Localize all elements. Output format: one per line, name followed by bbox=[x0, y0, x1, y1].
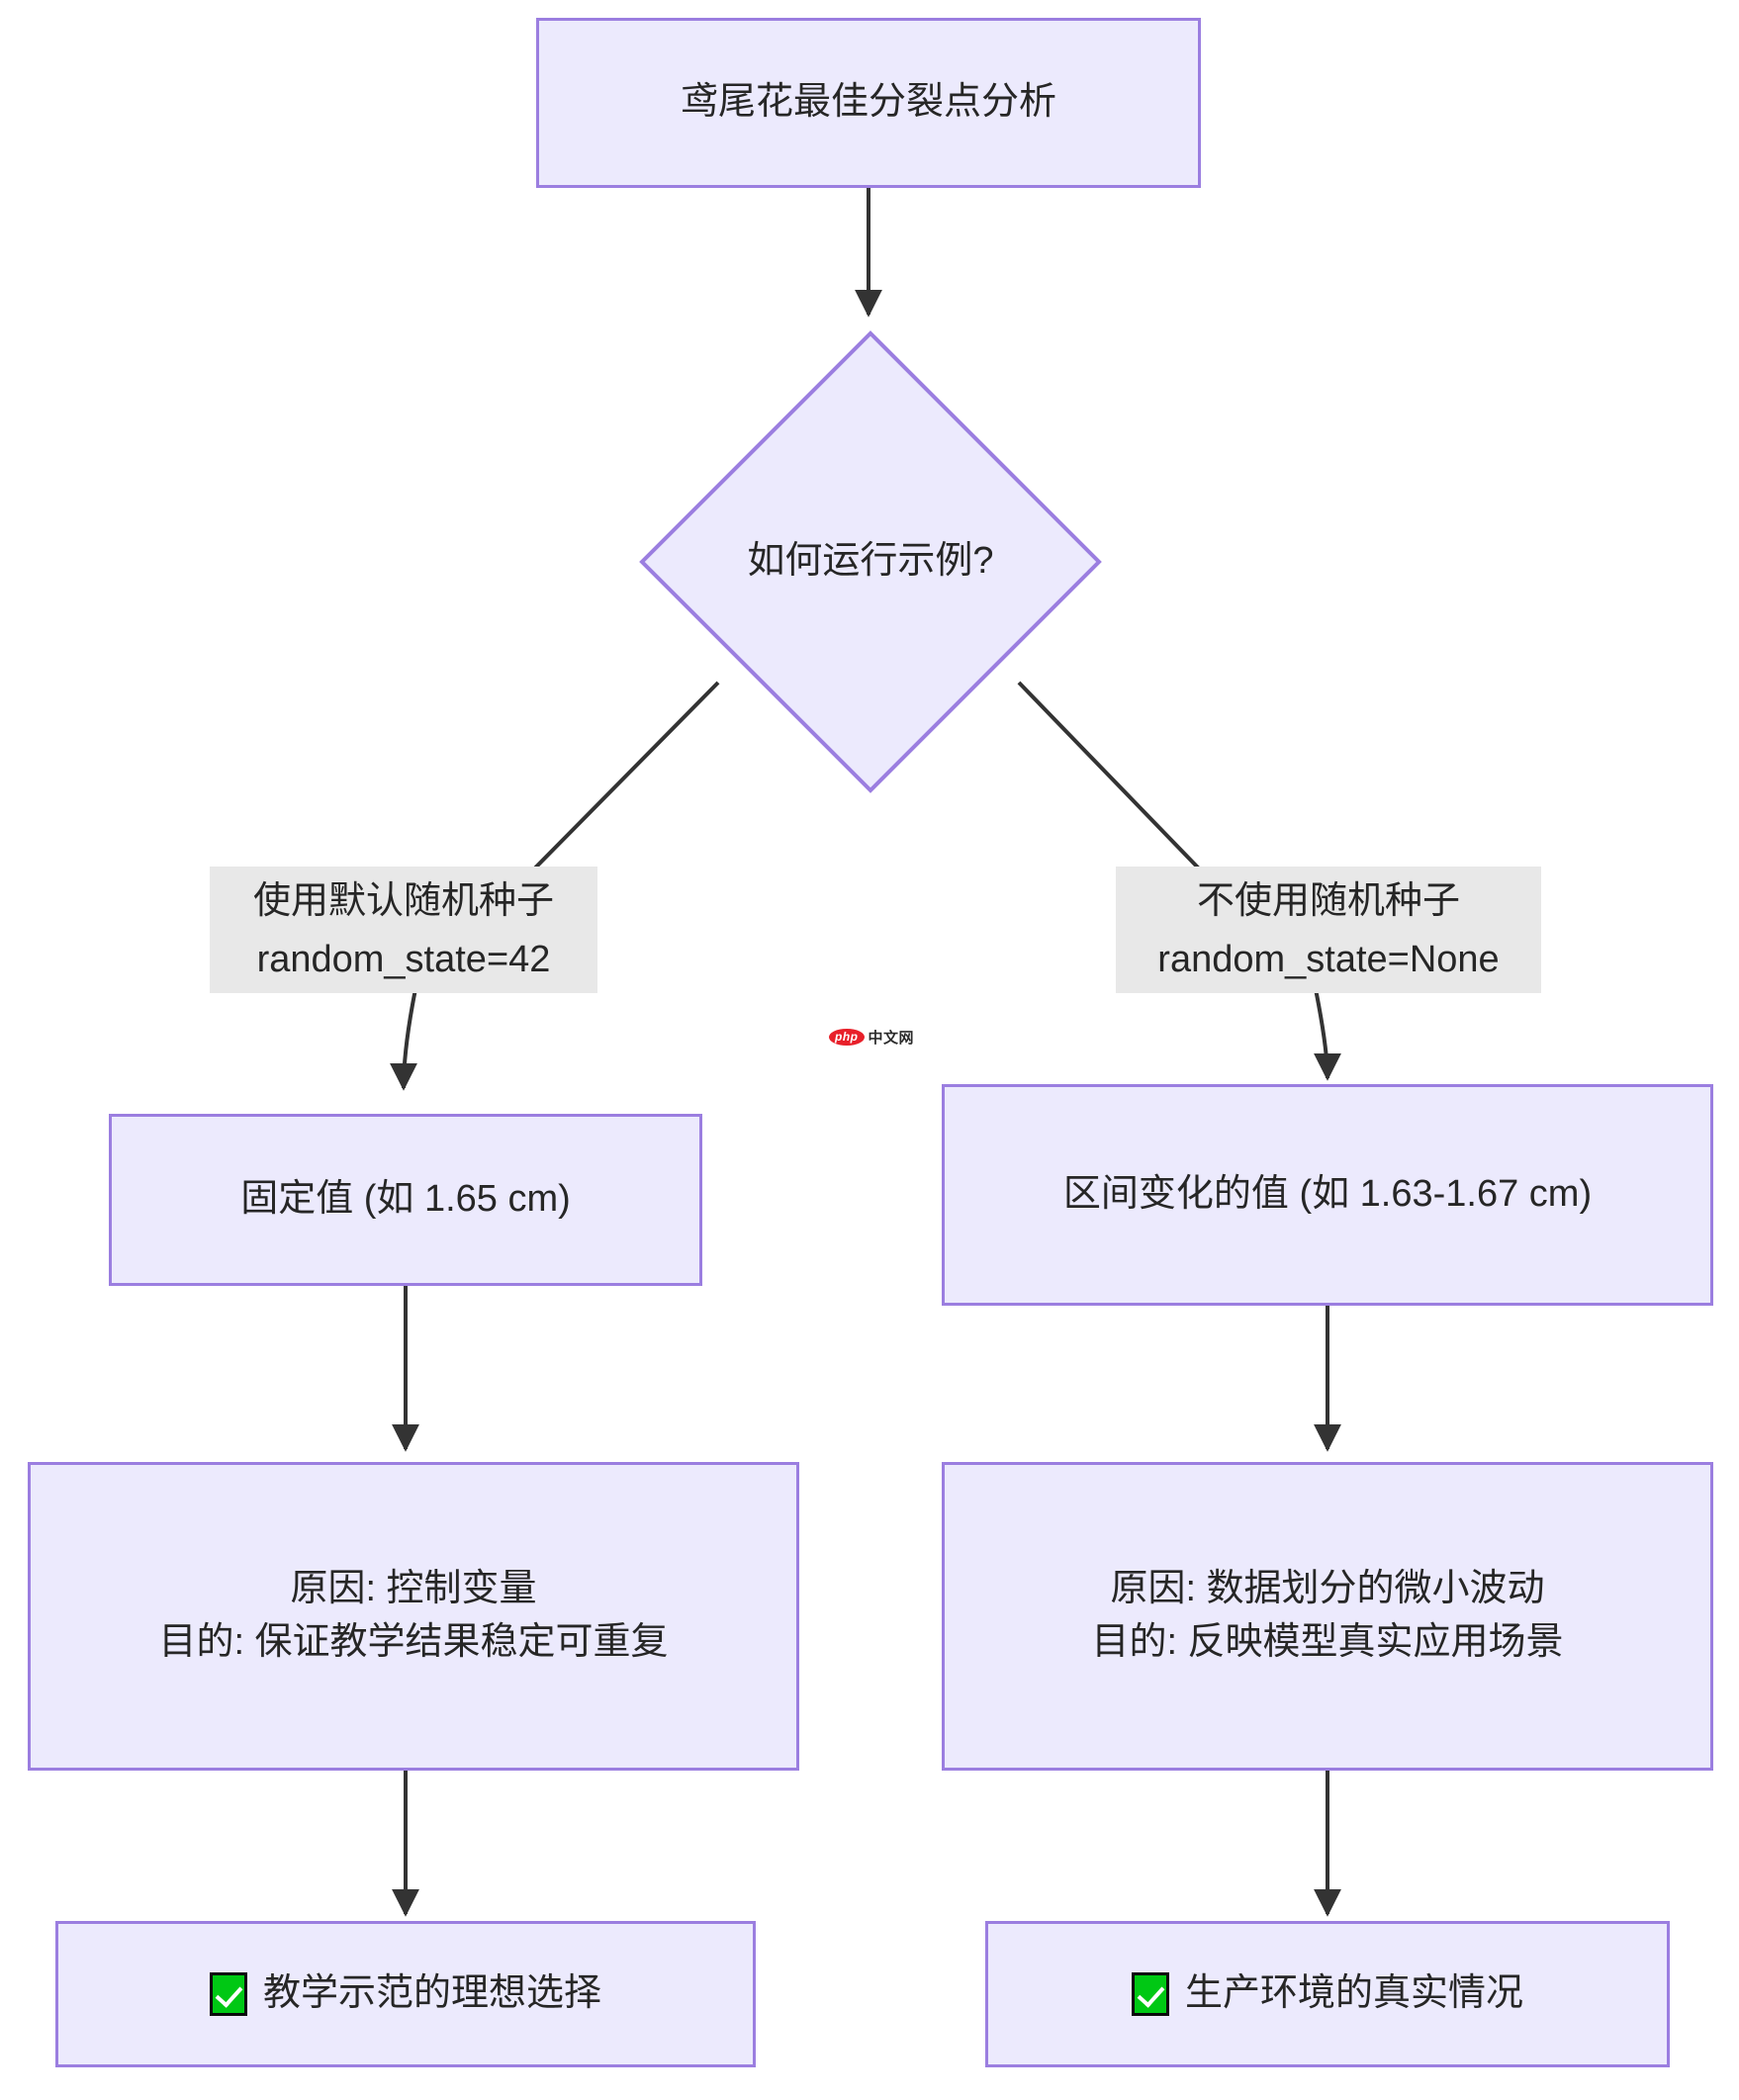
edge-label-right: 不使用随机种子 random_state=None bbox=[1116, 867, 1541, 993]
node-left-result[interactable]: 固定值 (如 1.65 cm) bbox=[109, 1114, 702, 1286]
edge-label-left: 使用默认随机种子 random_state=42 bbox=[210, 867, 597, 993]
watermark-text: 中文网 bbox=[868, 1030, 915, 1047]
node-decision[interactable]: 如何运行示例? bbox=[638, 329, 1103, 794]
node-right-explain-label: 原因: 数据划分的微小波动 目的: 反映模型真实应用场景 bbox=[1091, 1568, 1564, 1663]
decision-diamond-shape bbox=[639, 330, 1102, 793]
node-right-explain[interactable]: 原因: 数据划分的微小波动 目的: 反映模型真实应用场景 bbox=[942, 1462, 1713, 1771]
node-title-label: 鸢尾花最佳分裂点分析 bbox=[680, 81, 1056, 124]
node-right-conclusion[interactable]: 生产环境的真实情况 bbox=[985, 1921, 1670, 2067]
node-left-conclusion[interactable]: 教学示范的理想选择 bbox=[55, 1921, 756, 2067]
node-right-result[interactable]: 区间变化的值 (如 1.63-1.67 cm) bbox=[942, 1084, 1713, 1306]
check-mark-button-icon bbox=[209, 1971, 247, 2016]
node-left-explain-label: 原因: 控制变量 目的: 保证教学结果稳定可重复 bbox=[158, 1568, 669, 1663]
check-mark-button-icon bbox=[1131, 1971, 1169, 2016]
node-left-result-label: 固定值 (如 1.65 cm) bbox=[240, 1178, 571, 1221]
node-right-result-label: 区间变化的值 (如 1.63-1.67 cm) bbox=[1062, 1173, 1593, 1216]
node-left-explain[interactable]: 原因: 控制变量 目的: 保证教学结果稳定可重复 bbox=[28, 1462, 799, 1771]
watermark-php-chinese: php 中文网 bbox=[829, 1027, 914, 1048]
node-title[interactable]: 鸢尾花最佳分裂点分析 bbox=[536, 18, 1201, 188]
node-left-conclusion-label: 教学示范的理想选择 bbox=[262, 1972, 601, 2015]
watermark-badge-icon: php bbox=[829, 1029, 865, 1046]
node-right-conclusion-label: 生产环境的真实情况 bbox=[1184, 1972, 1523, 2015]
node-decision-label: 如何运行示例? bbox=[747, 540, 994, 583]
